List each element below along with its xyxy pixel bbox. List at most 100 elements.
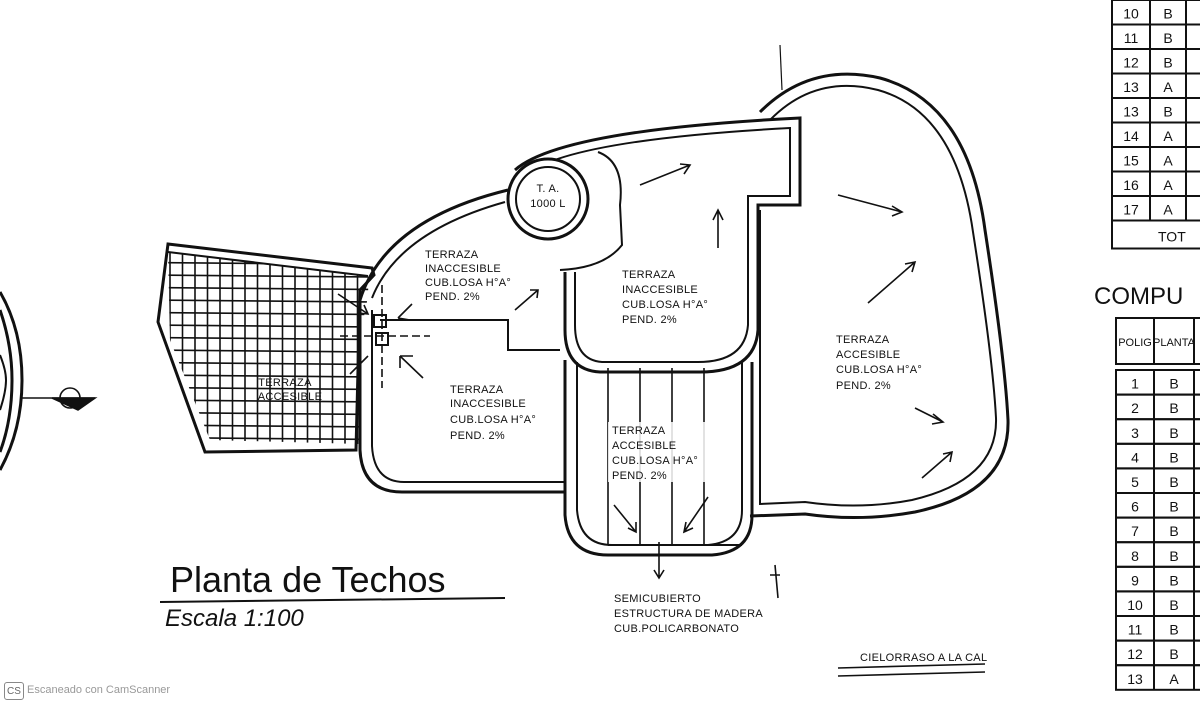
svg-text:CUB.LOSA H°A°: CUB.LOSA H°A° <box>622 299 708 311</box>
table-cell-plant: B <box>1163 55 1172 71</box>
table-total-row: TOT <box>1111 219 1200 250</box>
table-cell-number: 13 <box>1127 671 1143 687</box>
table-cell-plant: B <box>1169 474 1178 490</box>
table-cell-number: 16 <box>1123 177 1139 193</box>
table-cell-number: 11 <box>1128 622 1143 638</box>
table-cell-plant: B <box>1169 449 1178 465</box>
label-terraza-inaccesible-center: TERRAZA INACCESIBLE CUB.LOSA H°A° PEND. … <box>622 269 708 326</box>
table-cell-number: 10 <box>1127 597 1143 613</box>
table-cell-plant: B <box>1169 597 1178 613</box>
svg-text:ACCESIBLE: ACCESIBLE <box>836 349 900 361</box>
svg-text:CUB.LOSA H°A°: CUB.LOSA H°A° <box>836 364 922 376</box>
table-cell-plant: B <box>1163 30 1172 46</box>
table-cell-plant: A <box>1163 153 1173 169</box>
svg-text:TERRAZA: TERRAZA <box>258 377 312 389</box>
zone-labels: TERRAZA ACCESIBLE TERRAZA INACCESIBLE CU… <box>258 249 922 635</box>
table-cell-number: 12 <box>1123 55 1139 71</box>
svg-text:INACCESIBLE: INACCESIBLE <box>425 263 501 275</box>
svg-text:PEND. 2%: PEND. 2% <box>450 430 505 442</box>
svg-text:INACCESIBLE: INACCESIBLE <box>622 284 698 296</box>
left-edge-fragment <box>0 291 24 471</box>
svg-text:PEND. 2%: PEND. 2% <box>612 470 667 482</box>
table-cell-number: 9 <box>1131 572 1139 588</box>
table-cell-plant: B <box>1163 104 1172 120</box>
table-cell-number: 5 <box>1131 474 1139 490</box>
svg-text:PEND. 2%: PEND. 2% <box>622 314 677 326</box>
tank-wing-outline <box>514 116 802 374</box>
reference-tick <box>779 44 783 91</box>
terrace-east-outline <box>749 72 1010 520</box>
camscanner-badge: CS <box>4 682 24 700</box>
table-cell-plant: B <box>1169 572 1178 588</box>
table-cell-number: 11 <box>1124 30 1139 46</box>
svg-text:ESTRUCTURA DE MADERA: ESTRUCTURA DE MADERA <box>614 608 763 620</box>
table-row: 11 B <box>1111 23 1200 50</box>
table-header-cell: POLIG <box>1118 337 1152 349</box>
table-row: 17 A <box>1111 195 1200 222</box>
table-cell-number: 2 <box>1131 400 1139 416</box>
table-cell-number: 13 <box>1123 104 1139 120</box>
svg-text:TERRAZA: TERRAZA <box>612 425 666 437</box>
table-row: 13 A <box>1115 664 1200 691</box>
terrace-central-outline <box>358 188 565 494</box>
svg-text:TERRAZA: TERRAZA <box>425 249 479 261</box>
table-cell-plant: A <box>1163 128 1173 144</box>
tank-label-line2: 1000 L <box>530 198 565 210</box>
table-cell-number: 17 <box>1123 202 1139 218</box>
table-cell-plant: B <box>1169 400 1178 416</box>
table-cell-plant: A <box>1163 79 1173 95</box>
table-cell-number: 3 <box>1131 425 1139 441</box>
table-header-cell: PLANTA <box>1153 337 1196 349</box>
tank-label-line1: T. A. <box>537 183 560 195</box>
svg-text:INACCESIBLE: INACCESIBLE <box>450 398 526 410</box>
compu-heading: COMPU <box>1094 283 1183 310</box>
drawing-scale: Escala 1:100 <box>165 605 304 632</box>
terrace-west-outline <box>156 242 376 454</box>
table-cell-number: 6 <box>1131 499 1139 515</box>
table-cell-number: 14 <box>1123 128 1139 144</box>
table-cell-plant: A <box>1163 202 1173 218</box>
table-row: 11 B <box>1115 615 1200 642</box>
table-cell-plant: B <box>1169 523 1178 539</box>
junction-marker <box>340 285 430 388</box>
table-cell-plant: B <box>1169 622 1178 638</box>
table-row: 10 B <box>1115 590 1200 618</box>
svg-text:PEND. 2%: PEND. 2% <box>836 380 891 392</box>
table-cell-plant: B <box>1169 499 1178 515</box>
drawing-title-block: Planta de Techos Escala 1:100 <box>159 559 506 632</box>
label-semicubierto: SEMICUBIERTO ESTRUCTURA DE MADERA CUB.PO… <box>614 593 763 635</box>
terrace-center-outline <box>563 360 754 557</box>
svg-text:CUB.POLICARBONATO: CUB.POLICARBONATO <box>614 623 739 635</box>
table-cell-number: 1 <box>1131 376 1139 392</box>
table-cell-number: 4 <box>1131 449 1139 465</box>
svg-text:CUB.LOSA H°A°: CUB.LOSA H°A° <box>612 455 698 467</box>
label-terraza-inaccesible-south: TERRAZA INACCESIBLE CUB.LOSA H°A° PEND. … <box>450 384 536 442</box>
svg-text:TERRAZA: TERRAZA <box>622 269 676 281</box>
table-cell-plant: B <box>1169 548 1178 564</box>
table-cell-plant: A <box>1169 671 1179 687</box>
reference-mark <box>770 564 780 599</box>
slope-arrows <box>337 163 954 580</box>
svg-text:CUB.LOSA H°A°: CUB.LOSA H°A° <box>450 414 536 426</box>
svg-text:CUB.LOSA H°A°: CUB.LOSA H°A° <box>425 277 511 289</box>
section-cut-symbol <box>22 387 98 411</box>
cielorraso-strip: CIELORRASO A LA CAL <box>837 652 987 677</box>
water-tank: T. A. 1000 L <box>506 157 590 241</box>
table-cell-number: 12 <box>1127 646 1143 662</box>
svg-text:TERRAZA: TERRAZA <box>450 384 504 396</box>
